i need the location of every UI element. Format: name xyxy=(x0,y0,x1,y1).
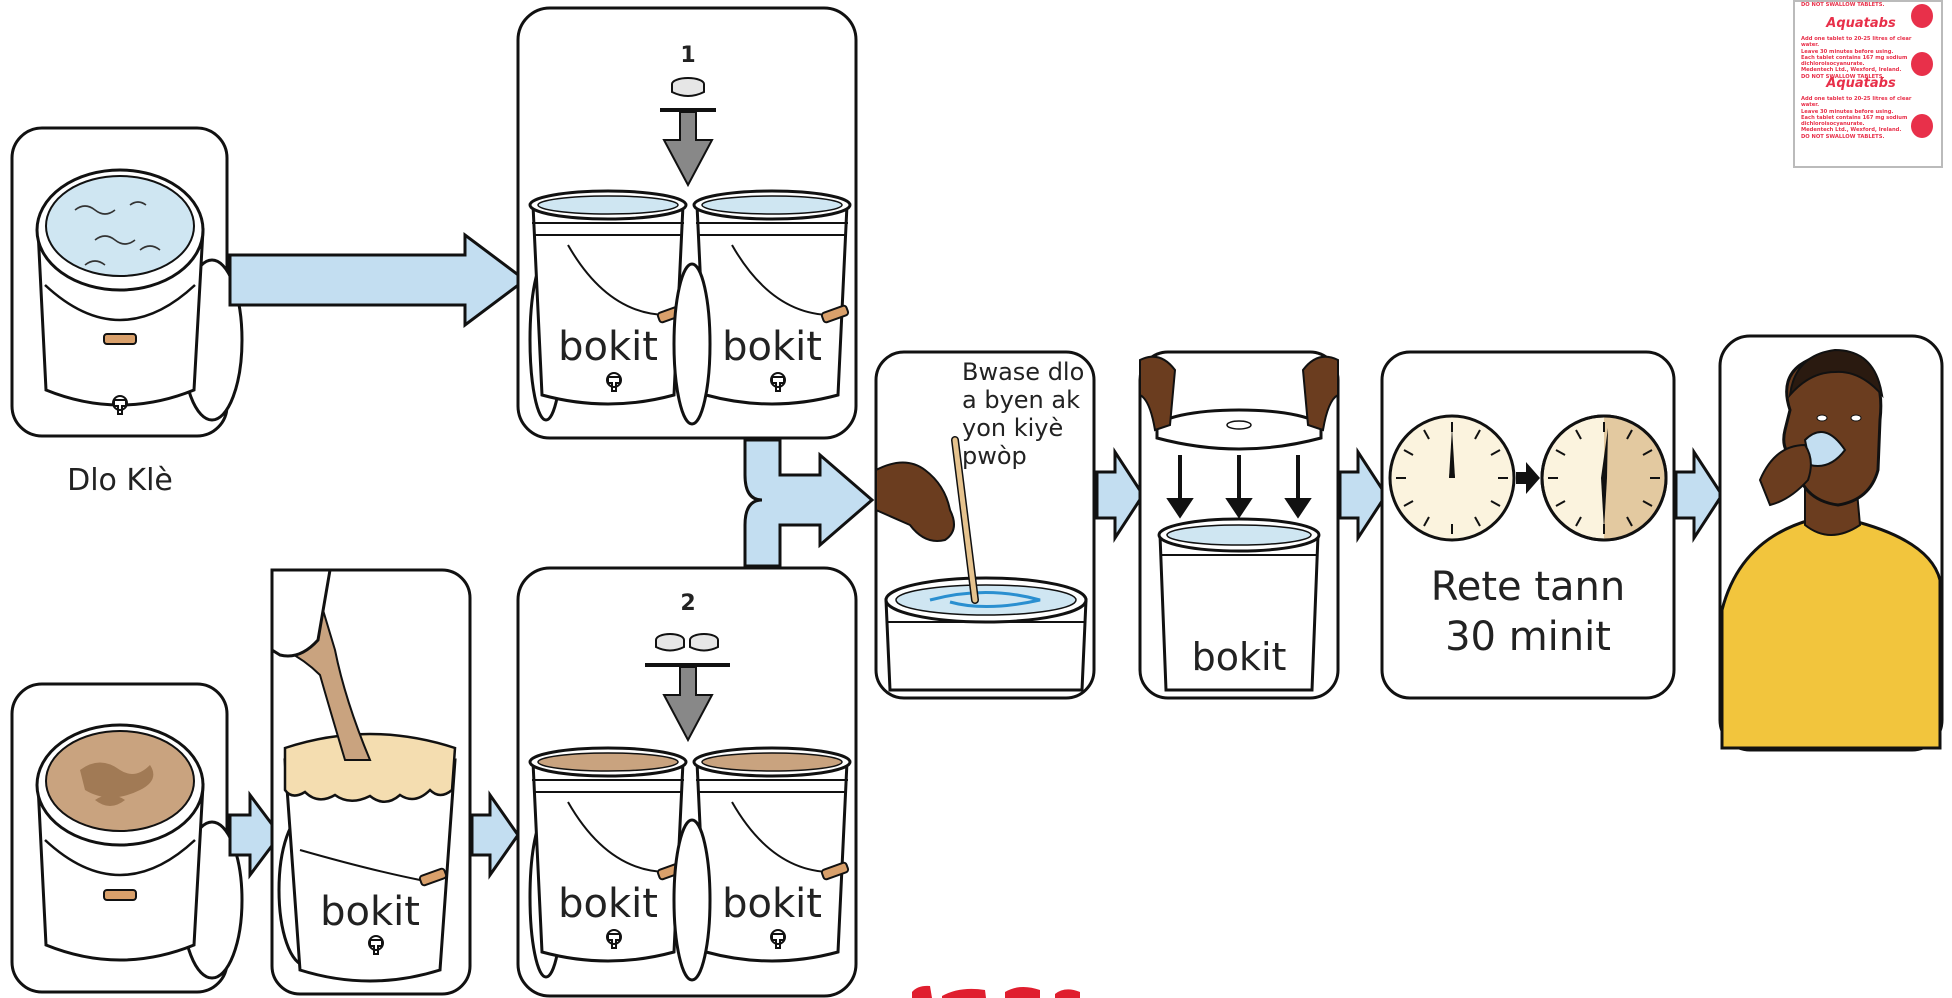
bucket-label: bokit xyxy=(722,881,822,927)
panel-clean-water-source xyxy=(10,126,244,438)
panel-stir: Bwase dlo a byen ak yon kiyè pwòp xyxy=(874,350,1096,700)
clock-end-icon xyxy=(1540,414,1668,542)
package-top-warning: DO NOT SWALLOW TABLETS. xyxy=(1801,2,1885,8)
bucket-left: bokit xyxy=(528,746,688,979)
panel-wait: Rete tann 30 minit xyxy=(1380,350,1676,700)
yellow-shirt xyxy=(1720,518,1942,750)
bucket-left: bokit xyxy=(528,189,688,422)
drop-icon xyxy=(1911,52,1933,76)
red-text-fragment xyxy=(912,985,1080,998)
down-arrow-icon xyxy=(660,108,716,188)
panel-dose-two-tablets: 2 bokit bokit xyxy=(516,566,858,998)
panel-dose-one-tablet: 1 bokit bokit xyxy=(516,6,858,440)
clean-water-surface xyxy=(45,175,195,277)
aquatabs-package: DO NOT SWALLOW TABLETS. Aquatabs Add one… xyxy=(1793,0,1943,168)
stir-instruction: Bwase dlo a byen ak yon kiyè pwòp xyxy=(962,358,1092,470)
bucket-right: bokit xyxy=(692,189,852,406)
clean-water-label: Dlo Klè xyxy=(67,463,173,498)
step-number-one: 1 xyxy=(680,43,695,68)
flow-arrow-3 xyxy=(470,790,520,880)
down-arrow-icon xyxy=(645,663,730,743)
wait-line-2: 30 minit xyxy=(1445,614,1611,660)
panel-drink xyxy=(1718,334,1944,752)
drinking-glass-icon xyxy=(1803,431,1847,467)
package-brand: Aquatabs xyxy=(1826,76,1896,91)
bucket-label: bokit xyxy=(558,881,658,927)
merge-arrow xyxy=(743,438,875,568)
step-number-two: 2 xyxy=(680,591,695,616)
bucket-label: bokit xyxy=(320,889,420,935)
drop-icon xyxy=(1911,4,1933,28)
pouring-bucket xyxy=(270,568,332,658)
two-tablets-icon xyxy=(655,633,719,652)
flow-arrow-1 xyxy=(228,232,528,328)
right-hand xyxy=(1301,355,1339,432)
stirring-hand xyxy=(875,461,955,542)
hand-with-glass xyxy=(1758,443,1812,507)
cloth-filter xyxy=(283,732,457,803)
package-instructions-2: Add one tablet to 20-25 litres of clear … xyxy=(1801,96,1912,140)
package-brand: Aquatabs xyxy=(1826,16,1896,31)
drop-icon xyxy=(1911,114,1933,138)
down-arrows-icon xyxy=(1166,455,1312,519)
panel-dirty-water-source xyxy=(10,682,244,994)
wait-line-1: Rete tann xyxy=(1431,564,1626,610)
left-hand xyxy=(1139,355,1177,432)
bucket-lid xyxy=(672,818,712,982)
stirring-spoon xyxy=(952,437,978,603)
clean-water-bucket xyxy=(35,168,244,422)
package-instructions-1: Add one tablet to 20-25 litres of clear … xyxy=(1801,36,1912,80)
bucket-label: bokit xyxy=(1192,635,1287,679)
panel-cover-bucket: bokit xyxy=(1138,350,1340,700)
flow-arrow-2 xyxy=(228,790,282,880)
small-arrow-icon xyxy=(1516,462,1540,494)
clock-start-icon xyxy=(1388,414,1516,542)
bucket-label: bokit xyxy=(722,324,822,370)
flow-arrow-4 xyxy=(1095,446,1145,544)
bucket-label: bokit xyxy=(558,324,658,370)
bucket-right: bokit xyxy=(692,746,852,963)
panel-filter-cloth: bokit xyxy=(270,568,472,996)
bucket-lid xyxy=(672,262,712,426)
flow-arrow-6 xyxy=(1674,446,1724,544)
flow-arrow-5 xyxy=(1338,446,1388,544)
